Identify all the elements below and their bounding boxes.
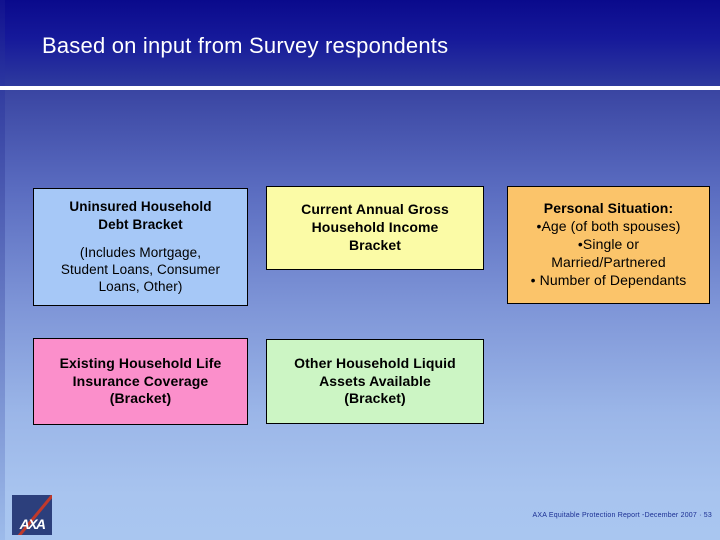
box-personal-situation: Personal Situation: •Age (of both spouse… (507, 186, 710, 304)
box-current-annual-gross-household-income: Current Annual Gross Household Income Br… (266, 186, 484, 270)
box-assets-line1: Other Household Liquid (294, 354, 456, 371)
header-divider-rule (0, 86, 720, 90)
box-life-line2: Insurance Coverage (72, 372, 209, 389)
box-debt-heading-line1: Uninsured Household (69, 199, 212, 215)
box-personal-line2: •Single or (577, 236, 640, 253)
slide-background-left-edge (0, 90, 5, 540)
box-income-line2: Household Income (311, 219, 439, 236)
box-existing-household-life-insurance: Existing Household Life Insurance Covera… (33, 338, 248, 425)
box-income-line1: Current Annual Gross (301, 201, 449, 218)
box-life-line3: (Bracket) (109, 390, 172, 407)
box-life-line1: Existing Household Life (59, 354, 222, 371)
box-debt-body-line3: Loans, Other) (98, 279, 183, 295)
box-personal-line3: Married/Partnered (551, 253, 666, 270)
box-debt-body-line1: (Includes Mortgage, (79, 244, 202, 260)
box-debt-heading-line2: Debt Bracket (98, 216, 183, 232)
box-personal-line4: • Number of Dependants (530, 271, 687, 288)
box-assets-line3: (Bracket) (344, 390, 406, 407)
box-other-household-liquid-assets: Other Household Liquid Assets Available … (266, 339, 484, 424)
box-debt-body-line2: Student Loans, Consumer (60, 262, 221, 278)
slide-footer-text: AXA Equitable Protection Report -Decembe… (532, 512, 712, 519)
box-uninsured-household-debt: Uninsured Household Debt Bracket (Includ… (33, 188, 248, 306)
slide-background (0, 90, 720, 540)
slide-header-left-edge (0, 0, 5, 86)
box-income-line3: Bracket (348, 236, 402, 253)
axa-logo-slash-icon (17, 495, 52, 535)
box-personal-heading: Personal Situation: (543, 200, 674, 217)
axa-logo-icon: AXA (12, 495, 52, 535)
slide-title: Based on input from Survey respondents (42, 33, 449, 58)
box-assets-line2: Assets Available (319, 372, 431, 389)
box-personal-line1: •Age (of both spouses) (536, 218, 681, 235)
axa-logo-wordmark: AXA (19, 516, 46, 532)
slide-header-band (0, 0, 720, 86)
